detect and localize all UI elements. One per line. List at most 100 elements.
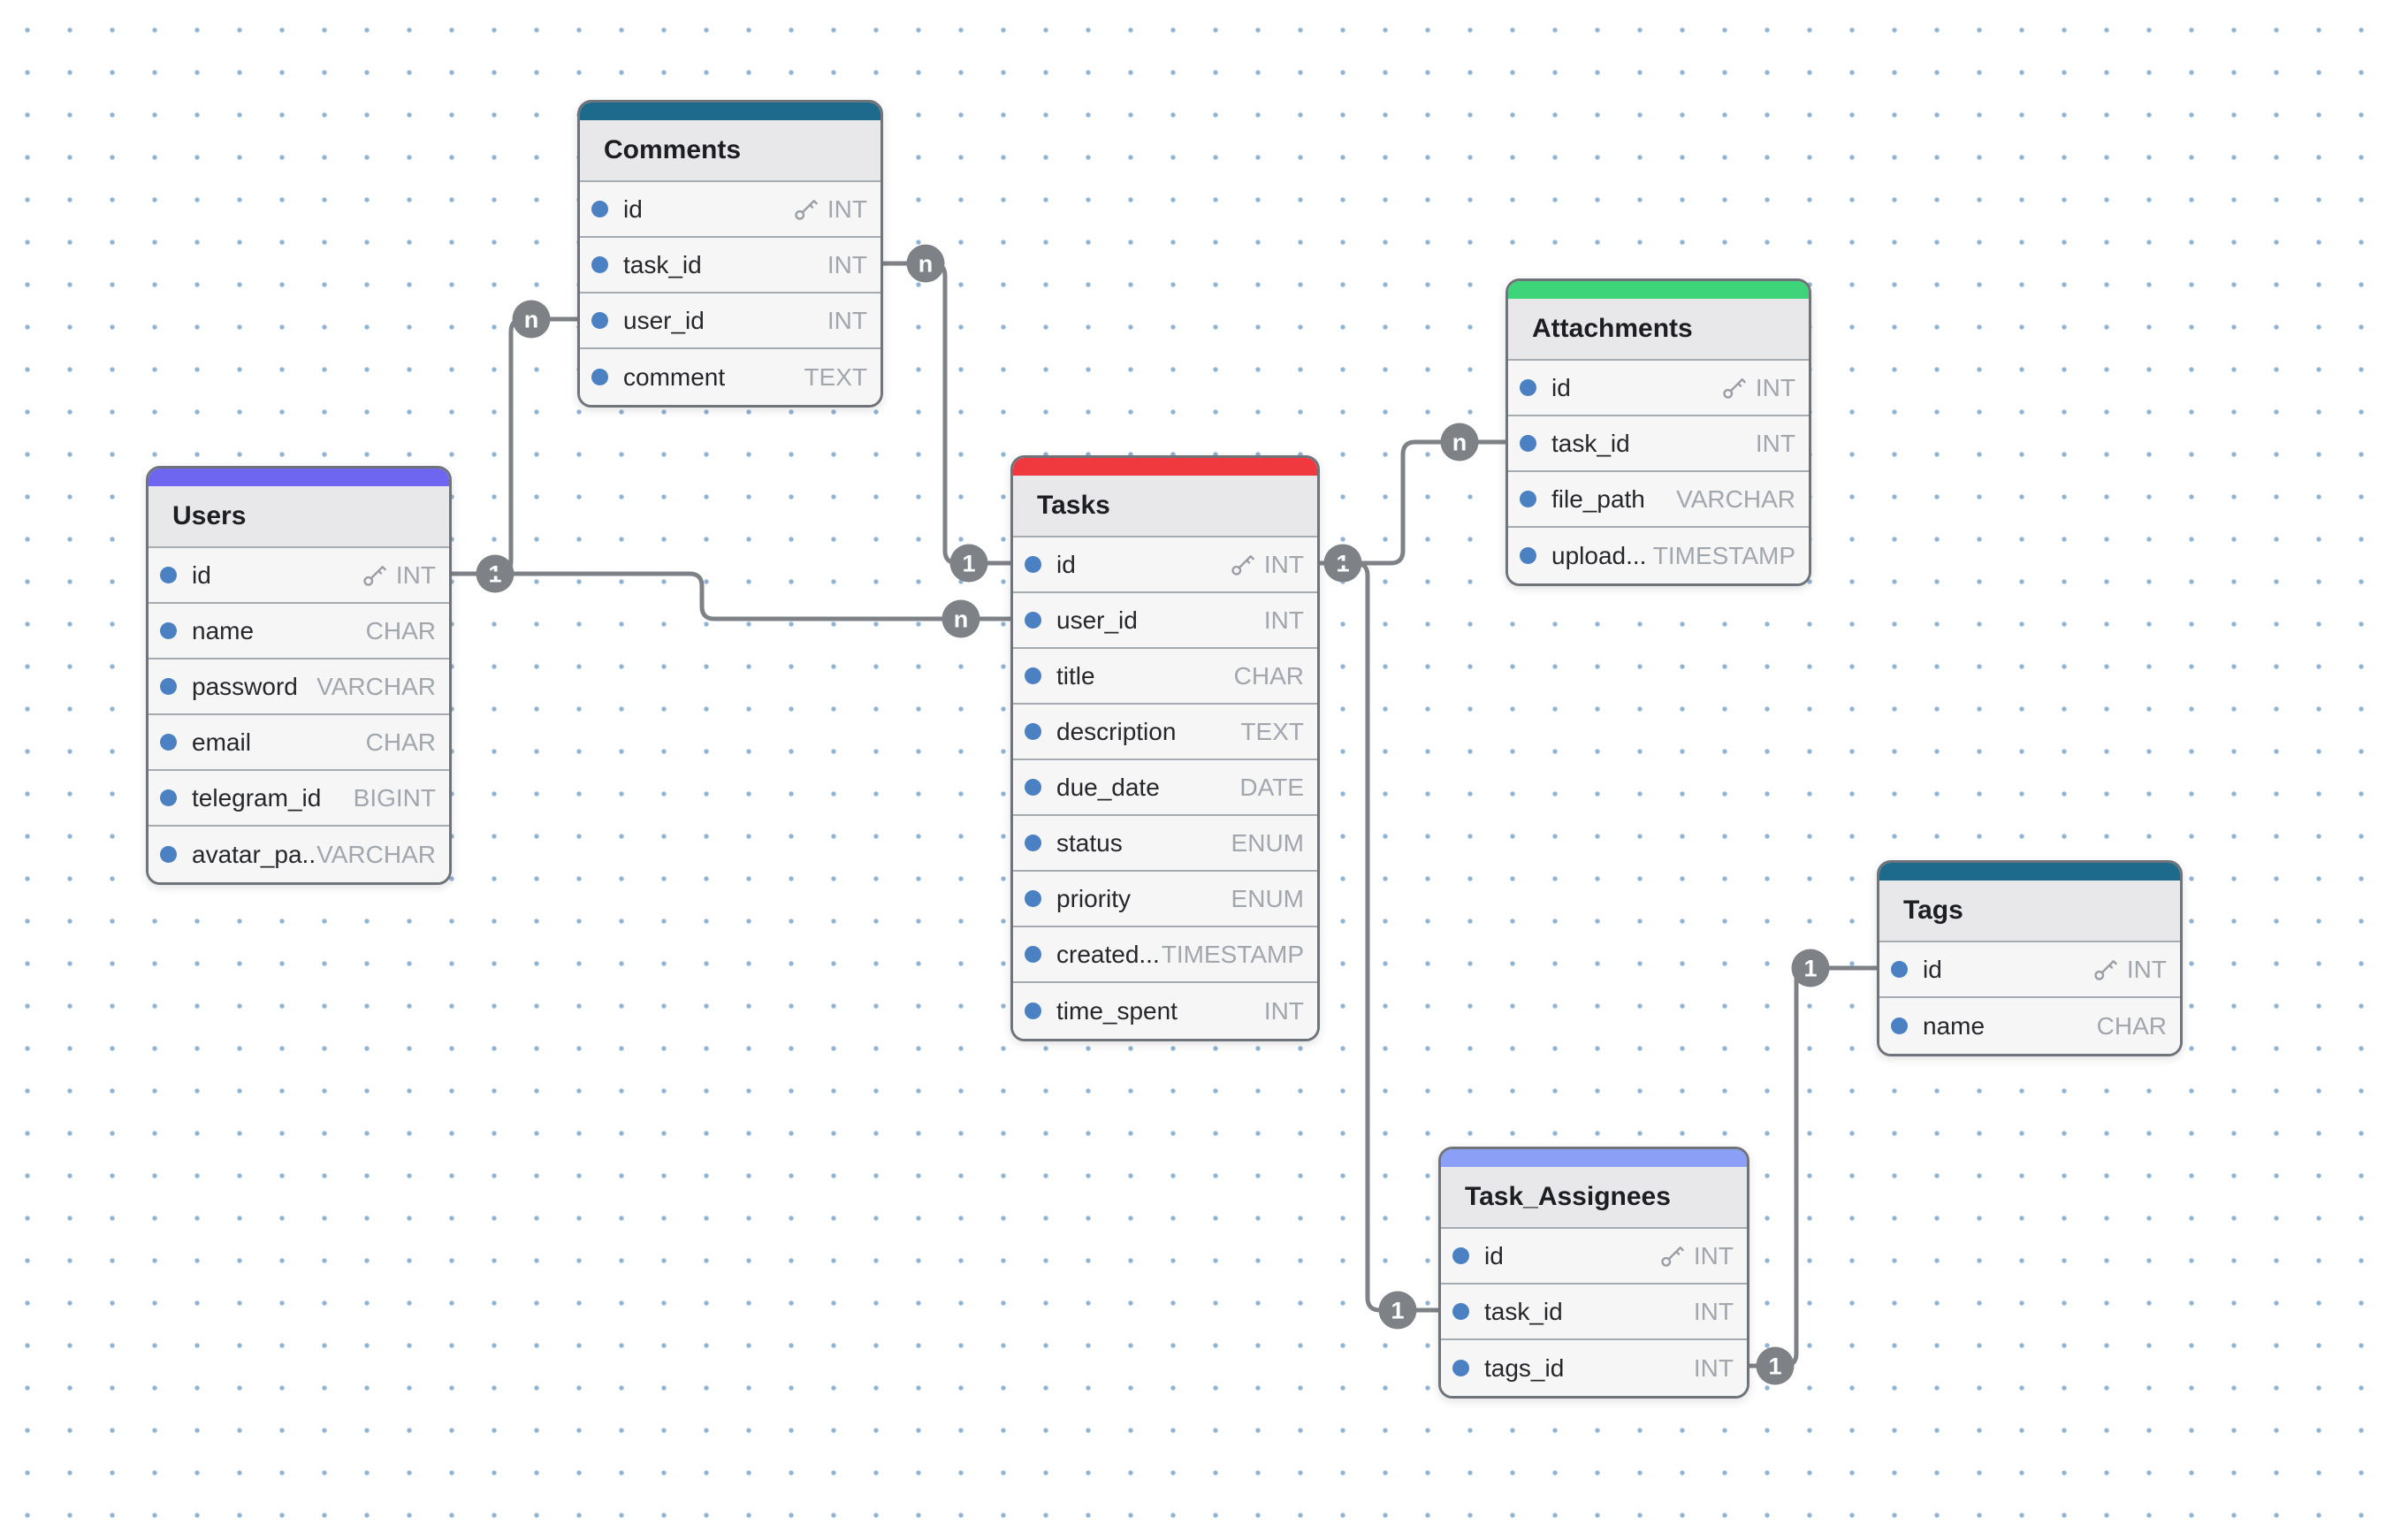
field-dot-icon [1452,1303,1469,1320]
field-row[interactable]: task_id INT [1508,416,1809,472]
field-type-cell: TIMESTAMP [1162,941,1304,969]
field-row[interactable]: id INT [1508,361,1809,416]
field-name: name [192,616,255,644]
field-name: due_date [1056,773,1160,801]
relationship-line-tasks-id--comments-task-id[interactable] [875,261,1013,566]
field-name: description [1056,717,1177,745]
field-type-cell: BIGINT [354,784,436,812]
cardinality-badge-circle [1756,1346,1795,1385]
field-dot-icon [1025,556,1041,573]
field-row[interactable]: created...TIMESTAMP [1013,927,1317,983]
table-title: Tags [1903,896,1963,925]
field-dot-icon [591,201,608,217]
field-type-cell: ENUM [1231,885,1304,913]
field-name: id [1551,373,1571,401]
cardinality-badge-label: n [524,307,539,333]
field-type-cell: INT [827,251,867,279]
field-dot-icon [1025,1003,1041,1019]
field-name: upload... [1551,541,1647,569]
field-name: user_id [1056,606,1138,634]
field-type: INT [1693,1297,1734,1325]
field-type-cell: TEXT [1240,718,1304,746]
field-name: email [192,728,251,756]
field-type-cell: CHAR [2097,1012,2167,1041]
field-type: VARCHAR [316,840,436,868]
table-header: Comments [580,120,880,182]
field-dot-icon [1025,835,1041,851]
field-dot-icon [160,846,177,863]
field-type: VARCHAR [1676,484,1795,513]
primary-key-icon [795,199,818,220]
table-header: Users [149,486,449,548]
field-name: telegram_id [192,783,322,812]
field-type: INT [1263,550,1304,578]
field-row[interactable]: email CHAR [149,715,449,771]
field-type: BIGINT [353,783,436,812]
field-dot-icon [160,622,177,639]
relationship-line-tasks-id--attachments-task-id[interactable] [1312,439,1508,566]
cardinality-badge-circle [941,599,980,638]
field-row[interactable]: telegram_id BIGINT [149,771,449,827]
table-title: Users [172,501,247,530]
field-type-cell: INT [1756,430,1795,458]
cardinality-badge-circle [1791,949,1830,987]
field-type: INT [1693,1241,1734,1269]
cardinality-badge: n [1440,423,1479,461]
table-header: Task_Assignees [1441,1167,1747,1229]
field-dot-icon [1891,961,1908,978]
field-name: user_id [623,306,705,334]
field-dot-icon [160,678,177,695]
cardinality-badge-label: n [918,251,934,278]
field-type-cell: CHAR [366,728,436,757]
field-type-cell: INT [1694,1354,1734,1383]
field-type: TIMESTAMP [1652,541,1795,569]
field-row[interactable]: name CHAR [149,604,449,659]
field-dot-icon [1025,890,1041,907]
field-row[interactable]: upload...TIMESTAMP [1508,528,1809,583]
relationship-line-tags-id--task-assignees-tags-id[interactable] [1742,965,1879,1368]
cardinality-badge-label: 1 [962,551,975,577]
field-type: INT [827,194,867,223]
field-type: INT [2126,955,2167,983]
relationship-line-users-id--tasks-user-id[interactable] [444,571,1013,621]
field-name: comment [623,362,726,391]
field-type: INT [1263,996,1304,1025]
field-type-cell: CHAR [366,617,436,645]
field-row[interactable]: description TEXT [1013,705,1317,760]
cardinality-badge: 1 [1378,1291,1417,1330]
field-type: CHAR [365,728,436,756]
field-name: task_id [1551,429,1630,457]
field-dot-icon [1452,1360,1469,1376]
relationship-line-tasks-id--task-assignees-task-id[interactable] [1312,560,1441,1313]
relationship-line-users-id--comments-user-id[interactable] [444,316,580,576]
field-type-cell: INT [1720,374,1795,402]
field-row[interactable]: avatar_pa...VARCHAR [149,827,449,882]
